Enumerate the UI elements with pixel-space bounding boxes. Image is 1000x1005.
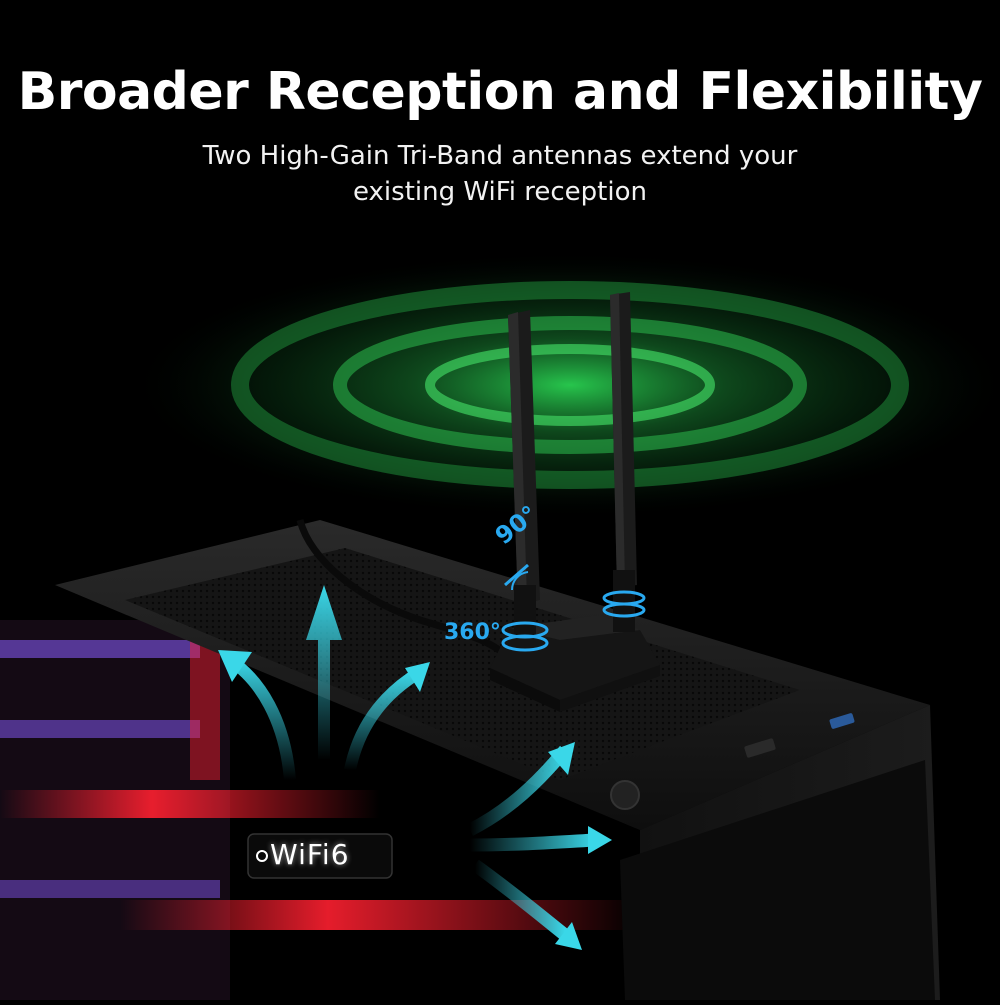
rotation-ring-icon [501,563,646,652]
wifi-badge [247,833,393,879]
subtitle-line-1: Two High-Gain Tri-Band antennas extend y… [202,141,798,171]
subtitle-line-2: existing WiFi reception [353,177,647,207]
airflow-arrow-icon [218,585,612,950]
wifi-logo-icon [256,850,268,862]
antenna-cable [296,519,508,658]
signal-wave-icon [125,250,1000,520]
rotation-angle-label: 360° [444,620,501,645]
antenna-left [508,310,540,635]
page-title: Broader Reception and Flexibility [17,62,983,122]
page-subtitle: Two High-Gain Tri-Band antennas extend y… [200,138,800,210]
pc-internals [0,620,640,1000]
wifi6-badge-label: WiFi6 [270,838,350,871]
